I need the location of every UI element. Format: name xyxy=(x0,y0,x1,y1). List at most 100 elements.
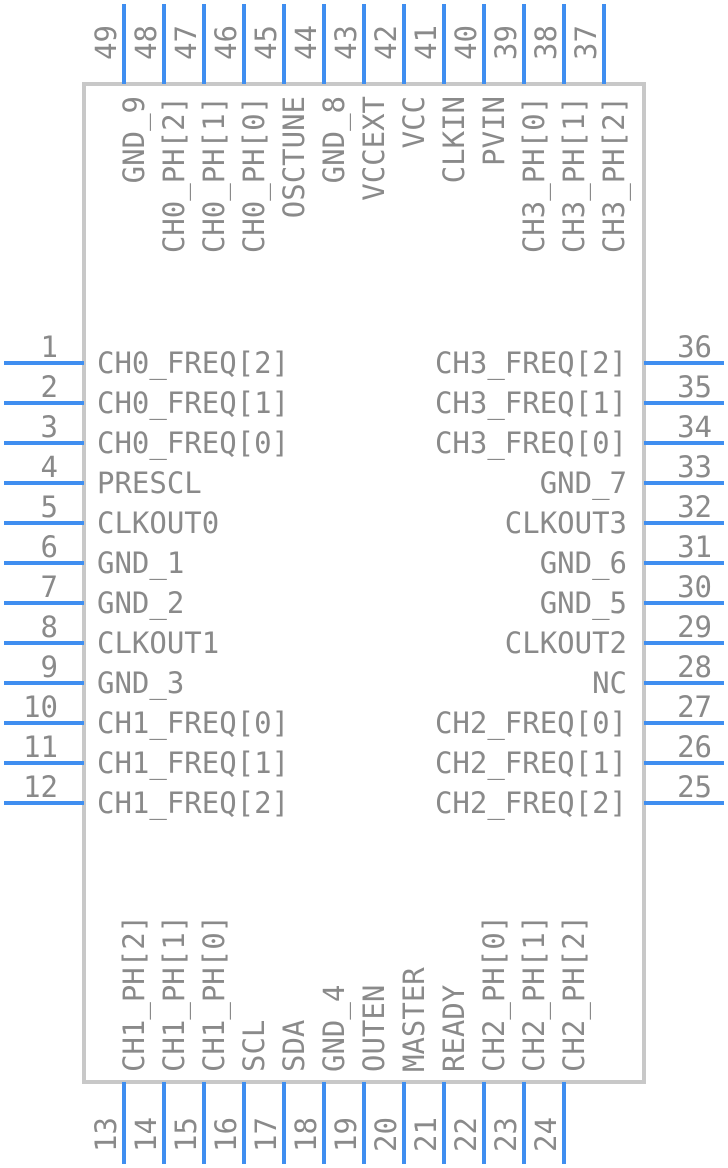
pin-number: 15 xyxy=(169,1117,203,1152)
pin-label: CH1_FREQ[1] xyxy=(97,746,289,781)
pin-label: GND_9 xyxy=(117,96,152,183)
pin-label: CH1_PH[0] xyxy=(197,915,232,1072)
pin-number: 26 xyxy=(677,730,712,764)
pin-number: 42 xyxy=(369,25,403,60)
pin-label: VCCEXT xyxy=(357,96,391,201)
pin-label: CH3_FREQ[0] xyxy=(435,426,627,461)
pin-number: 23 xyxy=(489,1117,523,1152)
pin-label: SDA xyxy=(277,1020,311,1072)
pin-label: GND_5 xyxy=(540,586,627,621)
pin-number: 43 xyxy=(329,25,363,60)
pin-number: 32 xyxy=(677,490,712,524)
pin-number: 17 xyxy=(249,1117,283,1152)
pin-number: 18 xyxy=(289,1117,323,1152)
pin-number: 36 xyxy=(677,330,712,364)
pin-number: 33 xyxy=(677,450,712,484)
pin-label: CLKOUT3 xyxy=(505,506,627,540)
pin-number: 19 xyxy=(329,1117,363,1152)
pin-number: 1 xyxy=(41,330,58,364)
pin-label: CH1_FREQ[2] xyxy=(97,786,289,821)
pin-number: 27 xyxy=(677,690,712,724)
pin-number: 49 xyxy=(89,25,123,60)
pin-number: 2 xyxy=(41,370,58,404)
pin-label: CH0_PH[0] xyxy=(237,96,272,253)
pin-number: 48 xyxy=(129,25,163,60)
pin-label: CH0_PH[2] xyxy=(157,96,192,253)
pin-number: 40 xyxy=(449,25,483,60)
pin-number: 37 xyxy=(569,25,603,60)
pin-label: CH2_PH[2] xyxy=(557,915,592,1072)
pin-number: 10 xyxy=(23,690,58,724)
pin-label: CH1_FREQ[0] xyxy=(97,706,289,741)
pin-label: SCL xyxy=(237,1020,271,1072)
pin-number: 35 xyxy=(677,370,712,404)
pin-number: 24 xyxy=(529,1117,563,1152)
pin-label: GND_6 xyxy=(540,546,627,581)
pin-label: CH2_PH[0] xyxy=(477,915,512,1072)
pin-label: CLKOUT0 xyxy=(97,506,219,540)
pin-number: 11 xyxy=(23,730,58,764)
pin-label: CH3_PH[2] xyxy=(597,96,632,253)
pin-number: 31 xyxy=(677,530,712,564)
pin-number: 4 xyxy=(41,450,58,484)
pin-number: 34 xyxy=(677,410,712,444)
pin-number: 3 xyxy=(41,410,58,444)
pin-number: 47 xyxy=(169,25,203,60)
pin-label: CH2_PH[1] xyxy=(517,915,552,1072)
pin-number: 22 xyxy=(449,1117,483,1152)
pin-number: 45 xyxy=(249,25,283,60)
pin-label: NC xyxy=(592,666,627,700)
pin-number: 41 xyxy=(409,25,443,60)
pin-number: 13 xyxy=(89,1117,123,1152)
pin-label: CH3_FREQ[1] xyxy=(435,386,627,421)
pin-label: CH3_PH[1] xyxy=(557,96,592,253)
pin-label: CH2_FREQ[1] xyxy=(435,746,627,781)
pin-number: 29 xyxy=(677,610,712,644)
labels-layer: 1 CH0_FREQ[2] 2 CH0_FREQ[1] 3 CH0_FREQ[0] 4 PRE… xyxy=(23,25,712,1152)
pin-label: CH1_PH[2] xyxy=(117,915,152,1072)
pin-number: 44 xyxy=(289,25,323,60)
pin-number: 14 xyxy=(129,1117,163,1152)
pin-label: CLKIN xyxy=(437,96,471,183)
pin-label: OSCTUNE xyxy=(277,96,311,218)
pin-number: 46 xyxy=(209,25,243,60)
pin-label: READY xyxy=(437,985,471,1072)
pin-label: CH2_FREQ[0] xyxy=(435,706,627,741)
pins-layer xyxy=(4,4,724,1164)
pin-number: 30 xyxy=(677,570,712,604)
pin-number: 12 xyxy=(23,770,58,804)
pin-label: CH2_FREQ[2] xyxy=(435,786,627,821)
pin-label: CH0_FREQ[2] xyxy=(97,346,289,381)
pin-number: 9 xyxy=(41,650,58,684)
pin-number: 8 xyxy=(41,610,58,644)
pin-label: MASTER xyxy=(397,967,431,1072)
pin-label: PRESCL xyxy=(97,466,202,500)
pin-label: GND_8 xyxy=(317,96,352,183)
pin-number: 20 xyxy=(369,1117,403,1152)
pin-label: GND_1 xyxy=(97,546,184,581)
pin-number: 21 xyxy=(409,1117,443,1152)
pin-label: VCC xyxy=(397,96,431,148)
pin-number: 6 xyxy=(41,530,58,564)
pin-number: 39 xyxy=(489,25,523,60)
pin-label: CH1_PH[1] xyxy=(157,915,192,1072)
pin-label: OUTEN xyxy=(357,985,391,1072)
pin-label: CLKOUT1 xyxy=(97,626,219,660)
pin-number: 5 xyxy=(41,490,58,524)
pin-number: 38 xyxy=(529,25,563,60)
pin-label: CH3_PH[0] xyxy=(517,96,552,253)
pin-label: CH0_PH[1] xyxy=(197,96,232,253)
pin-label: CH0_FREQ[1] xyxy=(97,386,289,421)
pin-label: GND_2 xyxy=(97,586,184,621)
pin-label: GND_7 xyxy=(540,466,627,501)
pin-number: 16 xyxy=(209,1117,243,1152)
pin-label: CH0_FREQ[0] xyxy=(97,426,289,461)
pin-label: GND_4 xyxy=(317,985,352,1072)
pin-number: 7 xyxy=(41,570,58,604)
pin-label: CH3_FREQ[2] xyxy=(435,346,627,381)
pin-label: CLKOUT2 xyxy=(505,626,627,660)
pin-label: GND_3 xyxy=(97,666,184,701)
pin-number: 25 xyxy=(677,770,712,804)
pin-number: 28 xyxy=(677,650,712,684)
